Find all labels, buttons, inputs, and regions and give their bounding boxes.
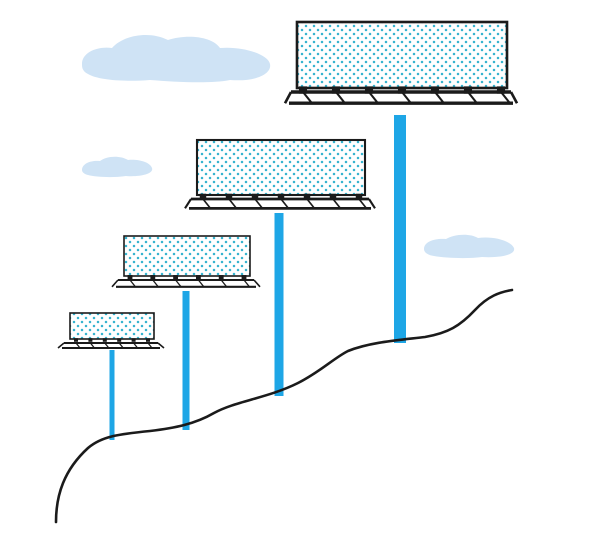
cloud-small-right bbox=[424, 234, 515, 259]
lamp-arm bbox=[358, 198, 368, 209]
spotlight-lamp bbox=[277, 193, 285, 200]
spotlight-lamp bbox=[195, 275, 201, 280]
lamp-arm bbox=[197, 279, 205, 288]
lamp-arm bbox=[129, 279, 136, 288]
spotlight-lamp bbox=[397, 86, 407, 94]
lamp-arm bbox=[118, 342, 124, 349]
lamp-arm bbox=[228, 198, 238, 209]
cloud-large bbox=[82, 34, 271, 83]
spotlight-lamp bbox=[329, 193, 337, 200]
spotlight-lamp bbox=[88, 338, 93, 342]
spotlight-lamp bbox=[496, 86, 506, 94]
catwalk-end-right bbox=[509, 91, 519, 104]
lamp-arm bbox=[152, 279, 159, 288]
catwalk-end-left bbox=[57, 342, 65, 349]
billboard-4 bbox=[283, 20, 519, 343]
catwalk-end-right bbox=[253, 279, 261, 288]
spotlight-lamp bbox=[303, 193, 311, 200]
billboard-panel bbox=[295, 20, 509, 90]
billboard-pole bbox=[182, 291, 190, 430]
billboard-panel bbox=[69, 312, 155, 340]
spotlight-lamp bbox=[241, 275, 247, 280]
lamp-arm bbox=[335, 91, 346, 104]
billboard-1 bbox=[57, 312, 165, 440]
spotlight-lamp bbox=[150, 275, 156, 280]
spotlight-lamp bbox=[463, 86, 473, 94]
lamp-arm bbox=[254, 198, 264, 209]
cloud-small-left bbox=[82, 156, 153, 178]
lamp-arm bbox=[175, 279, 182, 288]
spotlight-lamp bbox=[117, 338, 122, 342]
lamp-arm bbox=[202, 198, 212, 209]
catwalk-end-left bbox=[111, 279, 119, 288]
billboard-pole bbox=[274, 213, 284, 396]
billboard-pole bbox=[394, 115, 406, 343]
spotlight-lamp bbox=[331, 86, 341, 94]
lamp-arm bbox=[104, 342, 110, 349]
catwalk-end-left bbox=[184, 198, 192, 209]
spotlight-lamp bbox=[131, 338, 136, 342]
billboard-panel bbox=[195, 138, 367, 197]
lamp-arm bbox=[401, 91, 412, 104]
spotlight-lamp bbox=[74, 338, 78, 342]
billboards-group bbox=[57, 20, 519, 440]
lamp-arm bbox=[75, 342, 81, 349]
lamp-arm bbox=[133, 342, 139, 349]
billboard-panel bbox=[123, 235, 251, 277]
billboard-pole bbox=[109, 350, 115, 440]
lamp-arm bbox=[302, 91, 313, 104]
lamp-arm bbox=[467, 91, 478, 104]
hill-outline bbox=[54, 288, 514, 524]
spotlight-lamp bbox=[218, 275, 224, 280]
spotlight-lamp bbox=[251, 193, 259, 200]
spotlight-lamp bbox=[146, 338, 150, 342]
lamp-arm bbox=[280, 198, 290, 209]
spotlight-lamp bbox=[225, 193, 233, 200]
billboard-3 bbox=[184, 138, 376, 396]
lamp-arm bbox=[306, 198, 316, 209]
spotlight-lamp bbox=[355, 193, 363, 200]
billboard-2 bbox=[111, 235, 261, 430]
spotlight-lamp bbox=[298, 86, 308, 94]
spotlight-lamp bbox=[364, 86, 374, 94]
spotlight-lamp bbox=[127, 275, 133, 280]
lamp-arm bbox=[220, 279, 228, 288]
spotlight-lamp bbox=[102, 338, 107, 342]
lamp-arm bbox=[368, 91, 379, 104]
lamp-arm bbox=[500, 91, 511, 104]
catwalk-end-left bbox=[283, 91, 293, 104]
spotlight-lamp bbox=[199, 193, 207, 200]
lamp-arm bbox=[89, 342, 95, 349]
catwalk-end-right bbox=[157, 342, 165, 349]
lamp-arm bbox=[434, 91, 445, 104]
lamp-arm bbox=[147, 342, 153, 349]
lamp-arm bbox=[243, 279, 250, 288]
lamp-arm bbox=[332, 198, 342, 209]
spotlight-lamp bbox=[173, 275, 179, 280]
spotlight-lamp bbox=[430, 86, 440, 94]
catwalk-end-right bbox=[368, 198, 376, 209]
